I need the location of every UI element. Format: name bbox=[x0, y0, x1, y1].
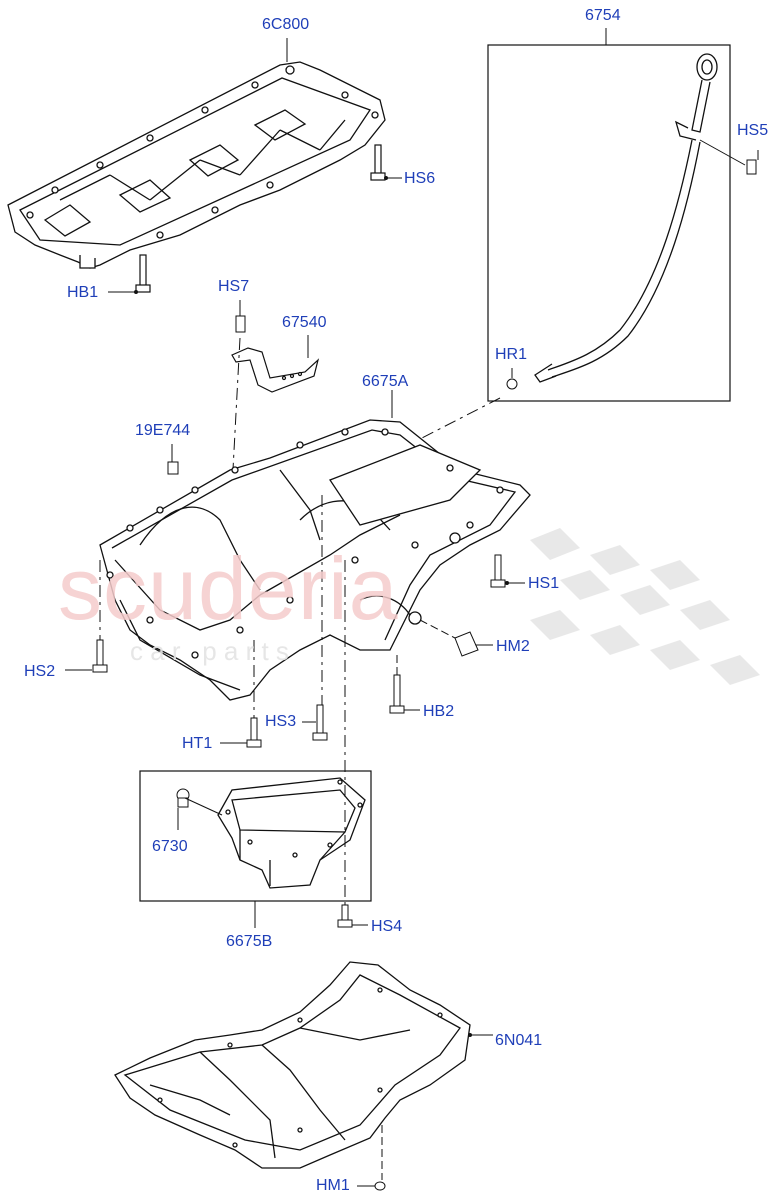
label-6675b[interactable]: 6675B bbox=[226, 933, 273, 950]
oil-pan-main-6675a[interactable] bbox=[99, 419, 531, 701]
label-hs3[interactable]: HS3 bbox=[265, 713, 297, 730]
label-hs6[interactable]: HS6 bbox=[404, 170, 436, 187]
dipstick-guide-line bbox=[699, 139, 746, 166]
label-hs5[interactable]: HS5 bbox=[737, 122, 769, 139]
bolt-hs5[interactable] bbox=[746, 159, 757, 175]
clip-hm1[interactable] bbox=[374, 1181, 386, 1191]
oil-pan-lower-6675b[interactable] bbox=[217, 777, 366, 889]
bolt-hs4[interactable] bbox=[337, 904, 353, 928]
dipstick-callout-box bbox=[487, 44, 731, 402]
bolt-hb2[interactable] bbox=[389, 674, 405, 714]
label-hb1[interactable]: HB1 bbox=[67, 284, 99, 301]
undertray-6n041[interactable] bbox=[114, 961, 471, 1169]
label-6675a[interactable]: 6675A bbox=[362, 373, 409, 390]
label-67540[interactable]: 67540 bbox=[282, 314, 327, 331]
label-hs4[interactable]: HS4 bbox=[371, 918, 403, 935]
tube-67540[interactable] bbox=[231, 347, 320, 393]
drain-plug-6730[interactable] bbox=[176, 788, 190, 808]
label-6n041[interactable]: 6N041 bbox=[495, 1032, 543, 1049]
label-19e744[interactable]: 19E744 bbox=[135, 422, 191, 439]
label-6c800[interactable]: 6C800 bbox=[262, 16, 310, 33]
label-hm2[interactable]: HM2 bbox=[496, 638, 530, 655]
label-6754[interactable]: 6754 bbox=[585, 7, 621, 24]
label-hs2[interactable]: HS2 bbox=[24, 663, 56, 680]
watermark-checker bbox=[530, 528, 760, 685]
dipstick-6754[interactable] bbox=[534, 53, 718, 383]
bolt-hb1[interactable] bbox=[135, 254, 151, 293]
bolt-hs3[interactable] bbox=[312, 704, 328, 741]
oil-pan-upper-6c800[interactable] bbox=[7, 61, 386, 269]
dowel-hm2[interactable] bbox=[454, 631, 479, 657]
plug-19e744[interactable] bbox=[167, 461, 179, 475]
bolt-hs1[interactable] bbox=[490, 554, 506, 588]
clip-hr1[interactable] bbox=[506, 378, 518, 390]
label-hm1[interactable]: HM1 bbox=[316, 1177, 350, 1194]
bolt-ht1[interactable] bbox=[246, 717, 262, 748]
label-hs7[interactable]: HS7 bbox=[218, 278, 250, 295]
label-hr1[interactable]: HR1 bbox=[495, 346, 528, 363]
label-hs1[interactable]: HS1 bbox=[528, 575, 560, 592]
bolt-hs6[interactable] bbox=[370, 144, 386, 181]
bolt-hs7[interactable] bbox=[235, 315, 246, 333]
bolt-hs2[interactable] bbox=[92, 639, 108, 673]
label-hb2[interactable]: HB2 bbox=[423, 703, 455, 720]
label-6730[interactable]: 6730 bbox=[152, 838, 188, 855]
label-ht1[interactable]: HT1 bbox=[182, 735, 213, 752]
